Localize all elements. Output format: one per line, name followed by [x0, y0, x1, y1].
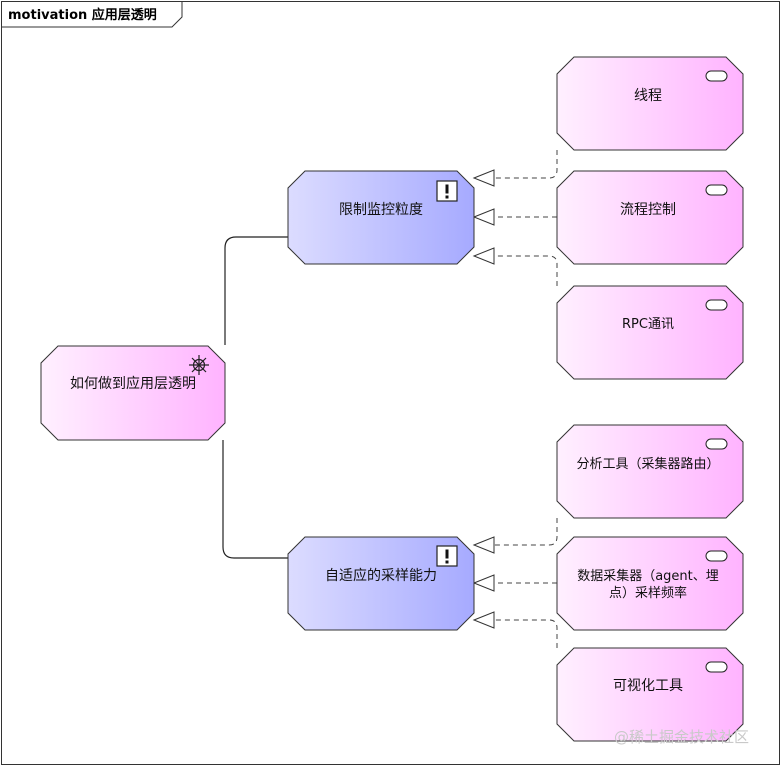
- requirement-5-capsule-icon: [705, 550, 728, 562]
- dashed-connector-req-6: [494, 619, 558, 648]
- requirement-node-6[interactable]: 可视化工具: [556, 647, 744, 742]
- requirement-6-label: 可视化工具: [613, 678, 683, 694]
- requirement-node-1[interactable]: 线程: [556, 56, 744, 151]
- frame-title-tab: [1, 1, 183, 28]
- principle-node-1[interactable]: 限制监控粒度: [287, 170, 475, 265]
- goal-label: 如何做到应用层透明: [70, 375, 196, 392]
- arrowhead-1: [472, 169, 495, 187]
- requirement-2-capsule-icon: [705, 184, 728, 196]
- connector-goal-principle-1: [224, 236, 288, 345]
- principle-node-2[interactable]: 自适应的采样能力: [287, 536, 475, 631]
- requirement-node-5[interactable]: 数据采集器（agent、埋 点）采样频率: [556, 536, 744, 631]
- arrowhead-6: [472, 611, 495, 629]
- requirement-4-label: 分析工具（采集器路由）: [576, 456, 719, 472]
- requirement-2-label: 流程控制: [620, 202, 676, 218]
- dashed-connector-req-3: [494, 255, 558, 286]
- requirement-5-label-line2: 点）采样频率: [609, 585, 687, 601]
- requirement-6-capsule-icon: [705, 661, 728, 673]
- requirement-1-label: 线程: [634, 88, 662, 104]
- dashed-connector-req-4: [494, 518, 558, 546]
- requirement-1-capsule-icon: [705, 70, 728, 82]
- principle-2-label: 自适应的采样能力: [325, 567, 437, 584]
- goal-wheel-icon: [189, 355, 209, 375]
- connector-goal-principle-2: [222, 440, 288, 559]
- arrowhead-5: [472, 574, 495, 592]
- requirement-5-label-line1: 数据采集器（agent、埋: [577, 568, 719, 584]
- principle-1-exclamation-icon: [436, 180, 458, 202]
- arrowhead-2: [472, 208, 495, 226]
- dashed-connector-req-1: [494, 150, 558, 179]
- requirement-node-3[interactable]: RPC通讯: [556, 285, 744, 380]
- requirement-4-capsule-icon: [705, 438, 728, 450]
- principle-1-label: 限制监控粒度: [339, 202, 423, 218]
- requirement-3-capsule-icon: [705, 299, 728, 311]
- arrowhead-3: [472, 247, 495, 265]
- goal-node[interactable]: 如何做到应用层透明: [40, 345, 226, 441]
- watermark: @稀土掘金技术社区: [614, 728, 749, 746]
- requirement-3-label: RPC通讯: [622, 317, 674, 332]
- requirement-node-2[interactable]: 流程控制: [556, 170, 744, 265]
- principle-2-exclamation-icon: [436, 545, 458, 567]
- frame-title: motivation 应用层透明: [8, 7, 157, 23]
- requirement-node-4[interactable]: 分析工具（采集器路由）: [556, 424, 744, 519]
- arrowhead-4: [472, 536, 495, 554]
